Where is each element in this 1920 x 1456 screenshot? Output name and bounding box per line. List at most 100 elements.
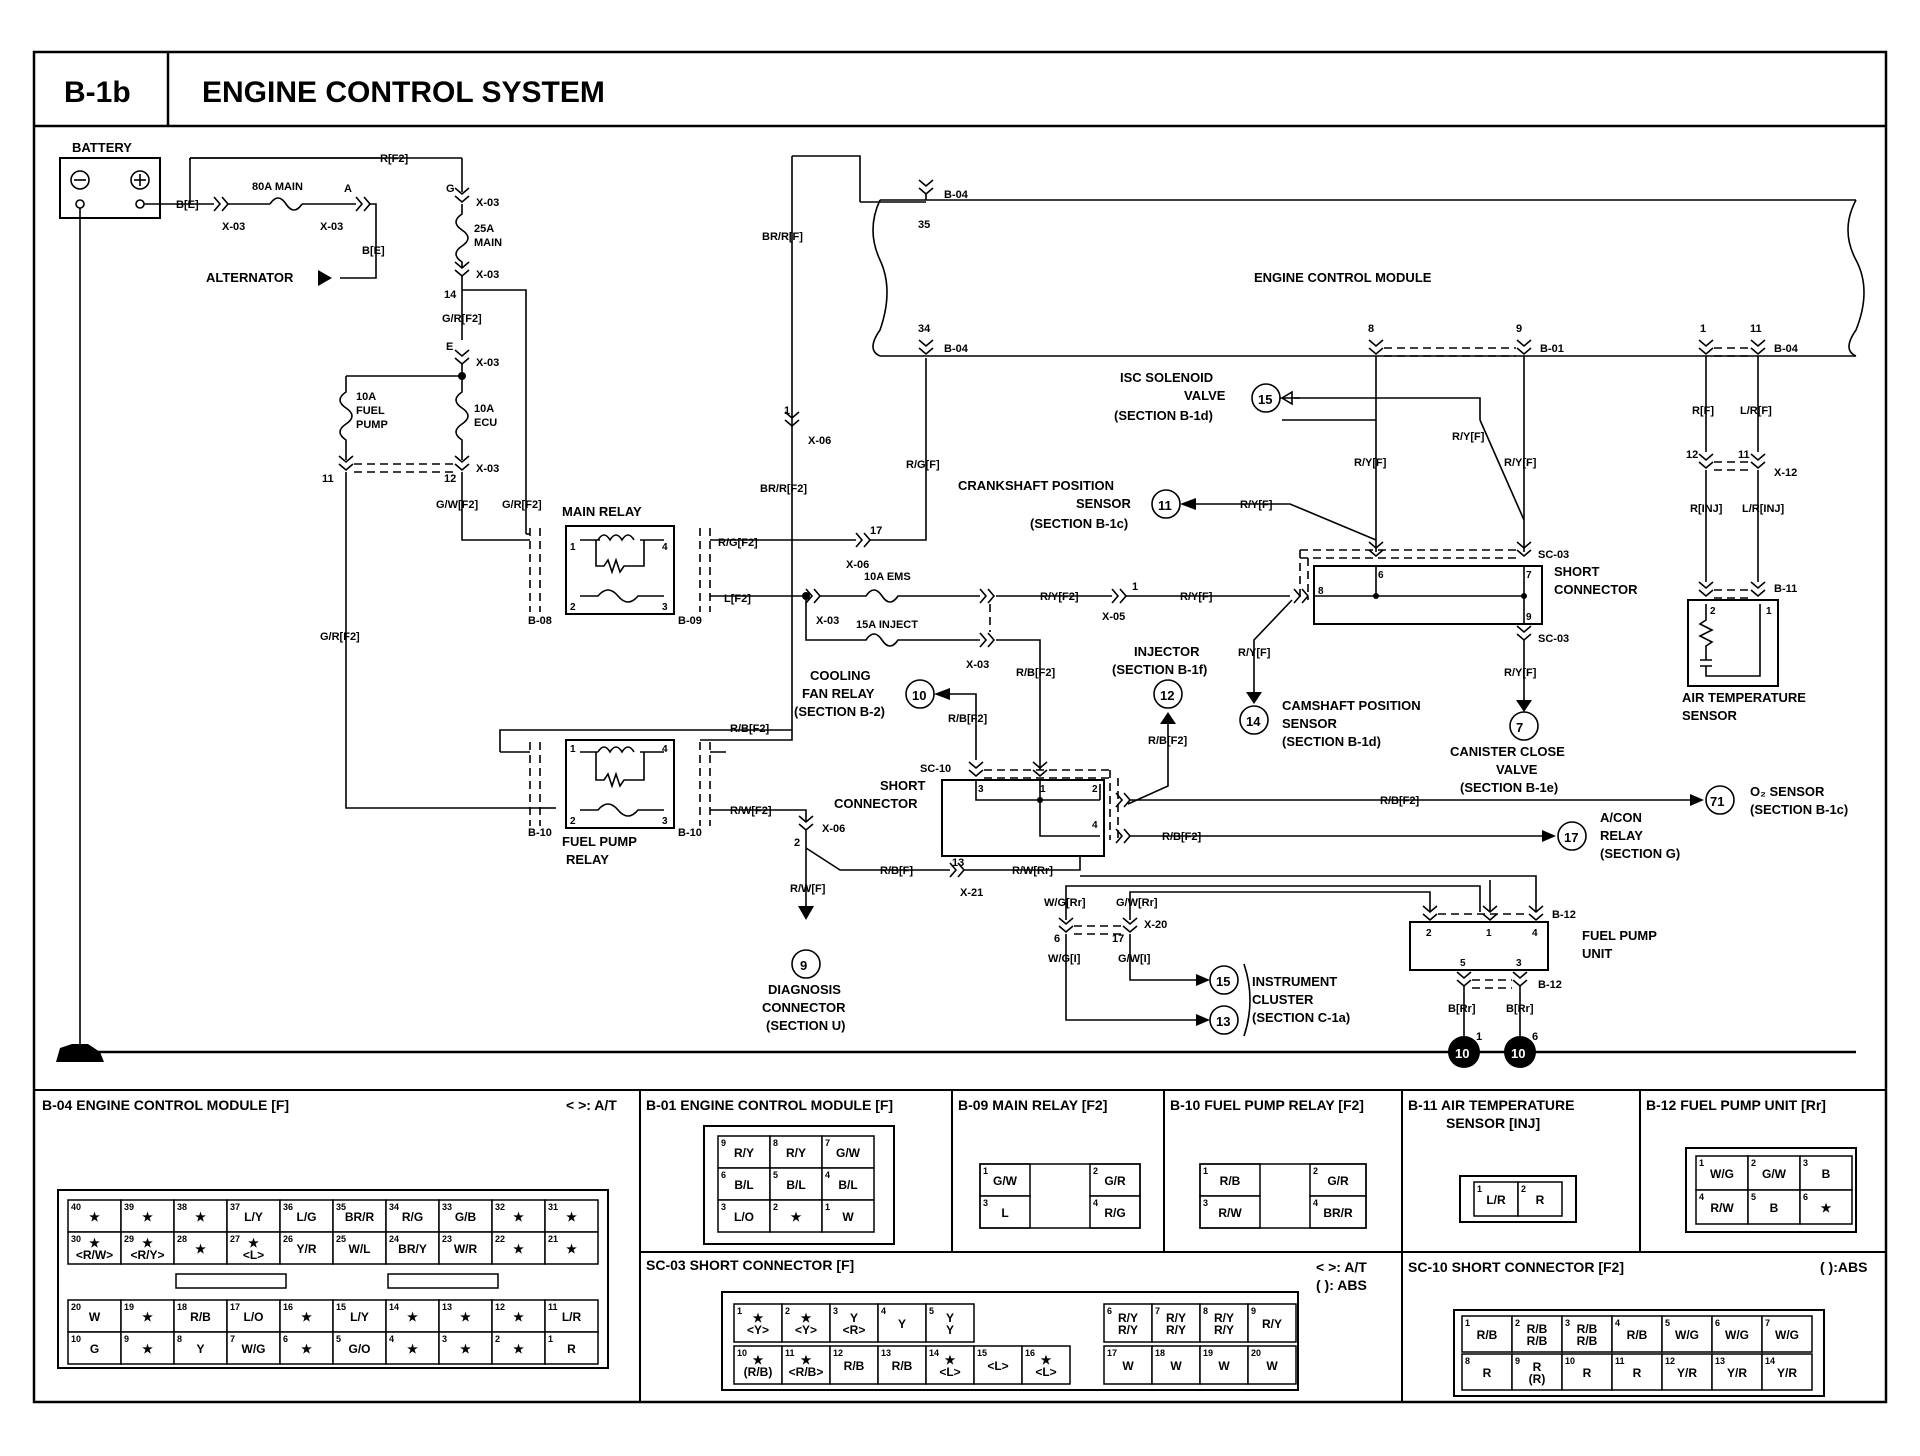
pin-wire-color: L/O <box>734 1210 754 1224</box>
pin-wire-color: R/Y <box>734 1146 754 1160</box>
pin-label: G <box>446 183 455 195</box>
connector-label: B-04 <box>944 343 969 355</box>
short10-label: CONNECTOR <box>834 796 918 811</box>
pin-wire-color: ★ <box>301 1342 312 1356</box>
pin-wire-color: ★ <box>513 1310 524 1324</box>
wire-label: B[E] <box>176 199 199 211</box>
wire-label: G/R[F2] <box>320 631 360 643</box>
connector-label: X-03 <box>476 197 499 209</box>
pin-label: 2 <box>1710 606 1716 617</box>
pin-number: 34 <box>389 1202 399 1212</box>
pin-wire-color: <R/W> <box>76 1248 113 1262</box>
pin-wire-color: (R) <box>1529 1372 1546 1386</box>
pin-wire-color: ★ <box>1821 1201 1832 1215</box>
panel-title: B-10 FUEL PUMP RELAY [F2] <box>1170 1097 1364 1113</box>
wire-label: R/W[Rr] <box>1012 865 1053 877</box>
pin-number: 37 <box>230 1202 240 1212</box>
pin-wire-color: R <box>567 1342 576 1356</box>
pin-number: 3 <box>833 1306 838 1316</box>
pin-wire-color: W <box>1218 1359 1230 1373</box>
pin-wire-color: (R/B) <box>744 1365 773 1379</box>
pin-number: 31 <box>548 1202 558 1212</box>
pin-wire-color: W/G <box>1710 1167 1734 1181</box>
ref-number: 10 <box>1455 1046 1469 1061</box>
fuse-label: 10A EMS <box>864 571 911 583</box>
ground-ref-icon <box>1504 1036 1536 1068</box>
pin-wire-color: R/Y <box>1118 1323 1138 1337</box>
pin-label: 9 <box>1516 323 1522 335</box>
panel-title: SC-10 SHORT CONNECTOR [F2] <box>1408 1259 1624 1275</box>
pin-label: 2 <box>570 602 576 613</box>
pin-label: 1 <box>1476 1031 1482 1043</box>
pin-number: 20 <box>1251 1348 1261 1358</box>
pin-number: 13 <box>881 1348 891 1358</box>
pin-wire-color: L/Y <box>244 1210 263 1224</box>
pin-number: 13 <box>1715 1356 1725 1366</box>
ref-number: 9 <box>800 958 807 973</box>
pin-number: 4 <box>1313 1198 1318 1208</box>
pin-wire-color: ★ <box>566 1242 577 1256</box>
pin-wire-color: ★ <box>248 1236 259 1250</box>
pin-wire-color: ★ <box>801 1353 812 1367</box>
wire-label: L/R[F] <box>1740 405 1772 417</box>
pin-wire-color: L/G <box>297 1210 317 1224</box>
panel-title: B-09 MAIN RELAY [F2] <box>958 1097 1107 1113</box>
pin-wire-color: Y <box>946 1311 954 1325</box>
pin-wire-color: G/B <box>455 1210 477 1224</box>
pin-label: 11 <box>1738 449 1750 461</box>
pin-label: 9 <box>1526 612 1532 623</box>
pin-label: 3 <box>662 816 668 827</box>
pin-number: 4 <box>881 1306 886 1316</box>
instr-label: (SECTION C-1a) <box>1252 1010 1350 1025</box>
cooling-label: FAN RELAY <box>802 686 875 701</box>
panel-title: B-04 ENGINE CONTROL MODULE [F] <box>42 1097 289 1113</box>
pin-label: 13 <box>952 857 964 869</box>
pin-wire-color: R/W <box>1218 1206 1242 1220</box>
pin-number: 18 <box>1155 1348 1165 1358</box>
diagram-title: ENGINE CONTROL SYSTEM <box>202 76 605 109</box>
wire-label: B[Rr] <box>1506 1003 1534 1015</box>
connector-label: X-03 <box>320 221 343 233</box>
pin-number: 13 <box>442 1302 452 1312</box>
pin-label: 12 <box>444 473 456 485</box>
pin-label: 3 <box>1516 958 1522 969</box>
pin-number: 3 <box>442 1334 447 1344</box>
pin-number: 9 <box>1251 1306 1256 1316</box>
pin-number: 39 <box>124 1202 134 1212</box>
wire-label: R/Y[F] <box>1238 647 1271 659</box>
pin-label: 6 <box>1054 933 1060 945</box>
pin-number: 5 <box>1751 1192 1756 1202</box>
pin-wire-color: <L> <box>987 1359 1008 1373</box>
injector-label: INJECTOR <box>1134 644 1200 659</box>
pin-wire-color: R/B <box>1477 1328 1498 1342</box>
acon-label: RELAY <box>1600 828 1643 843</box>
pin-wire-color: B <box>1770 1201 1779 1215</box>
connector-label: X-03 <box>816 615 839 627</box>
pin-wire-color: <L> <box>243 1248 264 1262</box>
ref-number: 10 <box>912 688 926 703</box>
pin-wire-color: G/R <box>1104 1174 1126 1188</box>
pin-number: 7 <box>230 1334 235 1344</box>
pin-label: A <box>344 183 352 195</box>
fuse-label: 25A <box>474 223 494 235</box>
pin-wire-color: L <box>1001 1206 1008 1220</box>
pin-label: 1 <box>1486 928 1492 939</box>
alternator-label: ALTERNATOR <box>206 270 294 285</box>
connector-label: X-03 <box>476 269 499 281</box>
pin-wire-color: W <box>842 1210 854 1224</box>
pin-wire-color: R/G <box>402 1210 423 1224</box>
wire-label: B[Rr] <box>1448 1003 1476 1015</box>
connector-label: B-10 <box>528 827 552 839</box>
pin-number: 15 <box>977 1348 987 1358</box>
fuse-label: ECU <box>474 417 497 429</box>
pin-label: 17 <box>870 525 882 537</box>
wire-label: W/G[Rr] <box>1044 897 1086 909</box>
pin-wire-color: Y/R <box>1727 1366 1747 1380</box>
pin-wire-color: R/Y <box>1118 1311 1138 1325</box>
pin-wire-color: W <box>1266 1359 1278 1373</box>
pin-wire-color: R/G <box>1104 1206 1125 1220</box>
